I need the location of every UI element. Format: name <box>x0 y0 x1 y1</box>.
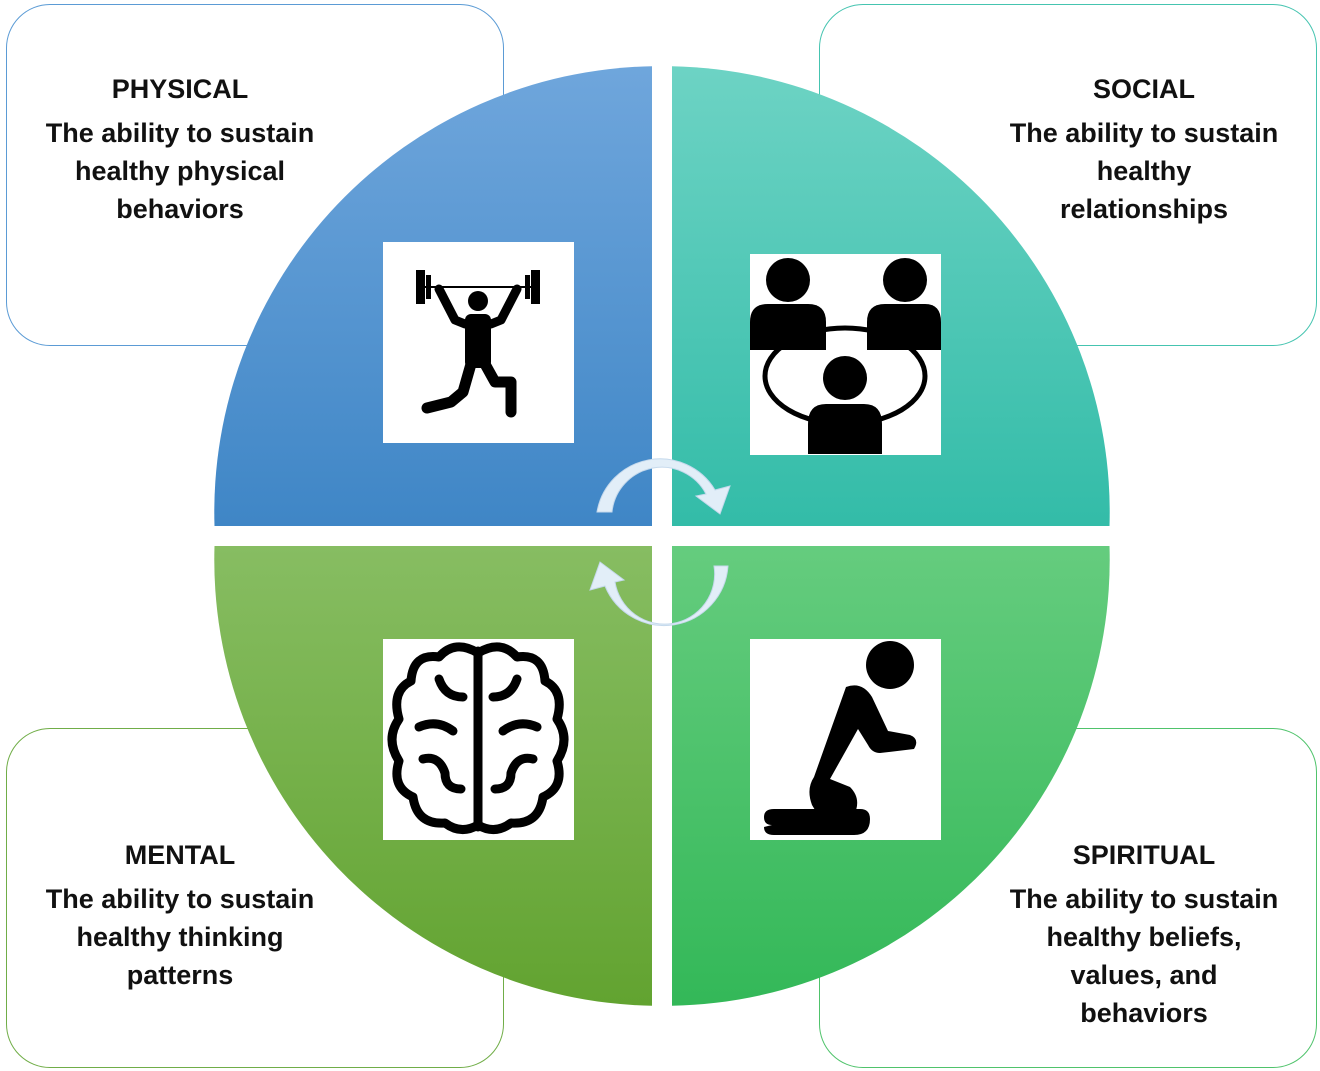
social-line-2: healthy <box>1096 156 1192 186</box>
spiritual-line-3: values, and <box>1070 960 1218 990</box>
spiritual-title: SPIRITUAL <box>1072 840 1216 870</box>
physical-line-1: The ability to sustain <box>45 118 315 148</box>
weightlifter-icon <box>416 270 540 418</box>
physical-icon-box <box>383 242 574 443</box>
social-line-1: The ability to sustain <box>1009 118 1279 148</box>
spiritual-text: SPIRITUAL The ability to sustain healthy… <box>984 836 1304 1032</box>
physical-line-2: healthy physical <box>74 156 286 186</box>
mental-line-2: healthy thinking <box>76 922 284 952</box>
spiritual-line-1: The ability to sustain <box>1009 884 1279 914</box>
social-icon-box <box>750 254 941 455</box>
mental-title: MENTAL <box>124 840 236 870</box>
social-text: SOCIAL The ability to sustain healthy re… <box>984 70 1304 228</box>
mental-line-1: The ability to sustain <box>45 884 315 914</box>
mental-icon-box <box>383 639 574 840</box>
people-network-icon <box>750 258 941 454</box>
social-title: SOCIAL <box>1092 74 1195 104</box>
mental-line-3: patterns <box>126 960 234 990</box>
spiritual-line-4: behaviors <box>1080 998 1208 1028</box>
spiritual-icon-box <box>750 639 941 840</box>
cycle-arrows-icon <box>589 458 731 627</box>
praying-person-icon <box>764 641 917 835</box>
physical-text: PHYSICAL The ability to sustain healthy … <box>20 70 340 228</box>
social-line-3: relationships <box>1059 194 1229 224</box>
mental-text: MENTAL The ability to sustain healthy th… <box>20 836 340 994</box>
physical-title: PHYSICAL <box>111 74 249 104</box>
spiritual-line-2: healthy beliefs, <box>1046 922 1242 952</box>
brain-icon <box>387 642 569 834</box>
physical-line-3: behaviors <box>116 194 244 224</box>
